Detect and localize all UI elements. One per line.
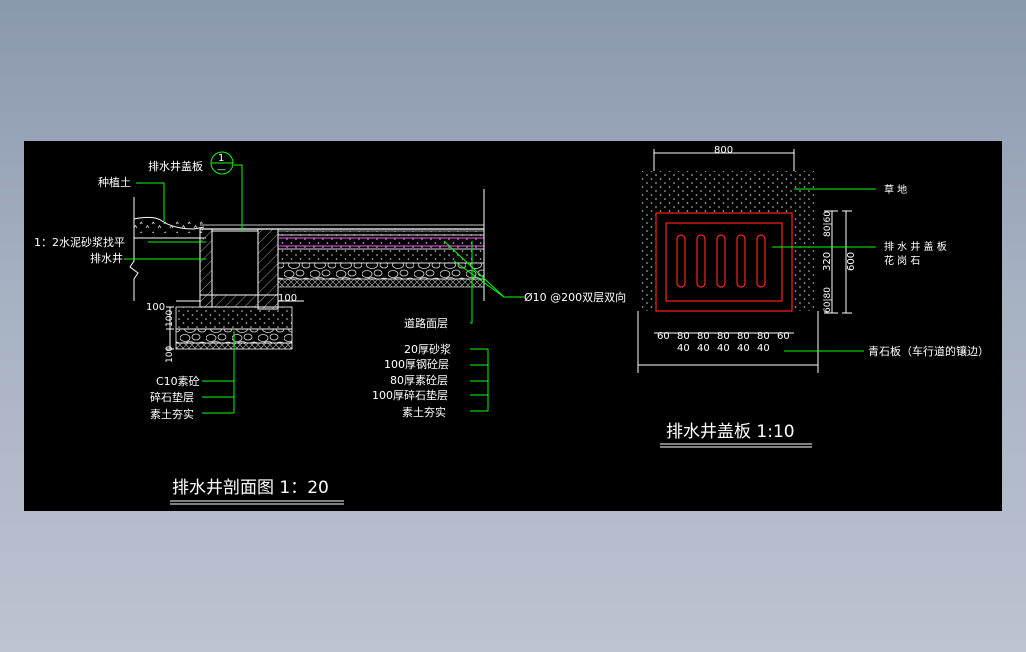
label-concrete100: 100厚钢砼层	[384, 358, 449, 371]
section-break-line-left	[129, 197, 139, 301]
cover-dim-row1-0: 60	[657, 331, 670, 342]
section-texts: 排水井盖板 1 — 种植土 1：2水泥砂浆找平 排水井 Ø10 @200双层双向…	[34, 153, 626, 498]
cover-dim-row2-2: 40	[717, 343, 730, 354]
label-soil: 种植土	[98, 175, 131, 189]
title-underlines	[170, 443, 812, 505]
label-c10: C10素砼	[156, 375, 200, 388]
cover-slot-5	[756, 234, 766, 288]
cad-viewport[interactable]: 排水井盖板 1 — 种植土 1：2水泥砂浆找平 排水井 Ø10 @200双层双向…	[24, 141, 1002, 511]
road-plain-concrete	[277, 248, 485, 264]
label-gravel100: 100厚碎石垫层	[372, 388, 448, 402]
label-cover: 排水井盖板	[148, 159, 203, 173]
cover-dim-row1-3: 80	[717, 331, 730, 342]
label-cover-plate: 排 水 井 盖 板	[884, 240, 947, 253]
cover-slot-2	[696, 234, 706, 288]
section-marker	[210, 151, 234, 175]
cover-slot-3	[716, 234, 726, 288]
dim-100-vert-b: 100	[165, 346, 175, 363]
section-leaders	[124, 164, 524, 414]
cover-outer-frame	[655, 212, 793, 312]
cover-dim-row2-3: 40	[737, 343, 750, 354]
dim-inner: 320	[822, 252, 833, 271]
cover-slot-1	[676, 234, 686, 288]
label-gravel-left: 碎石垫层	[150, 390, 194, 404]
cover-dim-row1-6: 60	[777, 331, 790, 342]
cover-dim-row1-1: 80	[677, 331, 690, 342]
dim-right-bottom: 60|80	[823, 287, 833, 313]
label-granite: 花 岗 石	[884, 254, 920, 267]
section-view	[129, 189, 485, 350]
road-compact-soil	[277, 278, 485, 288]
section-title: 排水井剖面图 1：20	[172, 478, 329, 498]
soil-hatch	[134, 221, 204, 233]
cover-texts: 800 草 地 排 水 井 盖 板 花 岗 石 青石板（车行道的镶边） 600 …	[657, 145, 989, 442]
label-bluestone: 青石板（车行道的镶边）	[868, 344, 989, 358]
cover-dim-row2-4: 40	[757, 343, 770, 354]
cover-dims-row1: 60 80 80 80 80 80 60	[657, 331, 790, 342]
label-well: 排水井	[90, 251, 123, 265]
cover-slot-4	[736, 234, 746, 288]
label-marker-sheet: —	[217, 165, 226, 175]
label-mortar20: 20厚砂浆	[404, 342, 451, 356]
cover-title: 排水井盖板 1:10	[666, 422, 795, 442]
dim-width: 800	[714, 145, 733, 156]
well-bottom	[199, 294, 279, 308]
label-rebar: Ø10 @200双层双向	[524, 290, 626, 304]
label-soil-compact-left: 素土夯实	[150, 407, 194, 421]
cover-dim-row1-5: 80	[757, 331, 770, 342]
label-grass: 草 地	[884, 183, 907, 196]
dim-right-top: 80|60	[823, 211, 833, 237]
road-mortar-layer	[277, 230, 485, 236]
label-plain80: 80厚素砼层	[390, 374, 448, 387]
dim-100-right: 100	[278, 293, 297, 304]
cover-leaders	[772, 188, 876, 352]
cover-dim-row1-2: 80	[697, 331, 710, 342]
cover-dim-row2-0: 40	[677, 343, 690, 354]
cover-dims-row2: 40 40 40 40 40	[677, 343, 770, 354]
label-soil-compact-right: 素土夯实	[402, 405, 446, 419]
dim-100-vert-a: 100	[165, 310, 175, 327]
label-marker-number: 1	[218, 153, 224, 164]
dim-height: 600	[846, 252, 857, 271]
well-interior	[211, 230, 259, 296]
cover-plate-graphic	[655, 212, 793, 312]
road-gravel-layer	[277, 262, 485, 280]
cover-dim-row2-1: 40	[697, 343, 710, 354]
label-road-surface: 道路面层	[404, 316, 448, 330]
dim-100-left: 100	[146, 302, 165, 313]
well-c10-base	[175, 306, 293, 330]
cover-dim-row1-4: 80	[737, 331, 750, 342]
cover-inner-frame	[665, 222, 783, 302]
label-cement-mortar: 1：2水泥砂浆找平	[34, 235, 125, 249]
road-concrete-layer	[277, 234, 485, 250]
cad-drawing: 排水井盖板 1 — 种植土 1：2水泥砂浆找平 排水井 Ø10 @200双层双向…	[34, 145, 989, 505]
